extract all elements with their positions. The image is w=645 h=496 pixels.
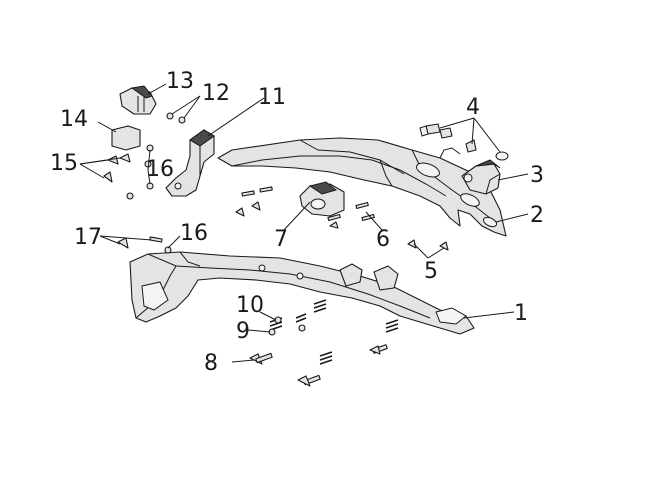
callout-8: 8 (204, 351, 218, 376)
part-2-rear-cover (217, 137, 507, 237)
part-7-damper-block (299, 181, 345, 217)
callout-15: 15 (50, 151, 78, 176)
callout-14: 14 (60, 107, 88, 132)
callout-16-upper: 16 (146, 157, 174, 182)
part-17-bolts (117, 236, 163, 249)
callout-4: 4 (466, 95, 480, 120)
part-9-washers (268, 324, 306, 336)
callout-labels: 1 2 3 4 5 6 7 8 9 10 11 12 13 14 15 16 1… (50, 69, 544, 376)
callout-1: 1 (514, 301, 528, 326)
callout-10: 10 (236, 293, 264, 318)
part-5-screws (407, 239, 449, 251)
part-13-handle (119, 85, 157, 115)
callout-3: 3 (530, 163, 544, 188)
leader-lines (79, 83, 529, 363)
part-3-mount-bracket (461, 159, 501, 195)
part-8-bolts (249, 344, 388, 387)
part-4-clips (419, 123, 509, 161)
callout-13: 13 (166, 69, 194, 94)
callout-17: 17 (74, 225, 102, 250)
part-15-bolts (103, 153, 131, 183)
callout-11: 11 (258, 85, 286, 110)
callout-6: 6 (376, 227, 390, 252)
part-1-main-frame (129, 251, 475, 335)
part-11-hanger-bracket (165, 129, 215, 197)
part-16-nut-lower (164, 246, 172, 254)
callout-12: 12 (202, 81, 230, 106)
part-6-bolts (327, 201, 375, 229)
callout-9: 9 (236, 319, 250, 344)
part-12-nuts (166, 112, 186, 124)
springs (269, 299, 399, 365)
callout-5: 5 (424, 259, 438, 284)
part-14-pad (111, 125, 141, 151)
callout-2: 2 (530, 203, 544, 228)
callout-16-lower: 16 (180, 221, 208, 246)
part-16-nuts-upper (126, 144, 154, 200)
callout-7: 7 (274, 227, 288, 252)
small-hardware-cluster (235, 186, 273, 217)
